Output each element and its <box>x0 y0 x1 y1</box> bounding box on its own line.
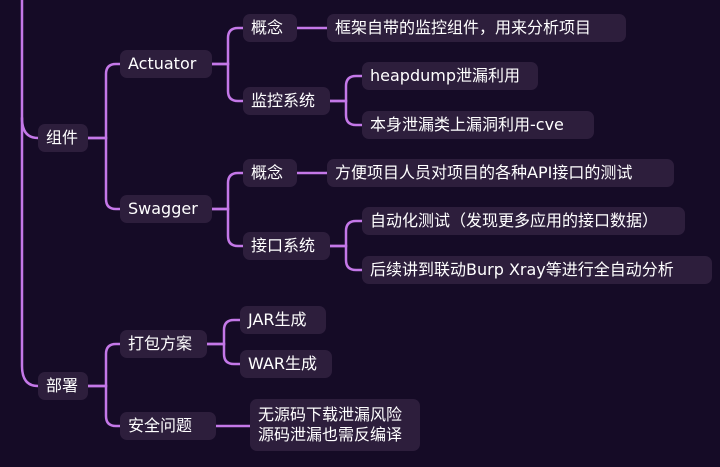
node-actuator[interactable]: Actuator <box>120 50 212 78</box>
edge-components-actuator <box>86 62 122 140</box>
node-swagger-interface[interactable]: 接口系统 <box>243 232 330 260</box>
edge-swagger-interface <box>210 207 245 248</box>
security-line-2: 源码泄漏也需反编译 <box>258 425 403 444</box>
node-cve[interactable]: 本身泄漏类上漏洞利用-cve <box>362 111 594 139</box>
node-swagger-concept[interactable]: 概念 <box>243 159 297 187</box>
edge-interface-burp <box>328 244 364 272</box>
edge-packaging-war <box>205 342 242 366</box>
node-actuator-concept-detail[interactable]: 框架自带的监控组件，用来分析项目 <box>327 14 626 42</box>
node-actuator-monitoring[interactable]: 监控系统 <box>243 87 330 115</box>
node-swagger-concept-detail[interactable]: 方便项目人员对项目的各种API接口的测试 <box>327 159 674 187</box>
node-burp-xray[interactable]: 后续讲到联动Burp Xray等进行全自动分析 <box>362 256 712 284</box>
edge-root-deployment <box>20 116 40 388</box>
node-auto-test[interactable]: 自动化测试（发现更多应用的接口数据） <box>362 207 685 235</box>
edge-interface-autotest <box>328 219 364 248</box>
node-war[interactable]: WAR生成 <box>240 350 332 378</box>
node-security[interactable]: 安全问题 <box>120 412 216 440</box>
edge-packaging-jar <box>205 318 242 346</box>
edge-deployment-packaging <box>86 342 122 388</box>
edge-root-components <box>20 0 40 140</box>
edge-monitoring-cve <box>328 99 364 127</box>
edge-deployment-security <box>86 384 122 428</box>
edge-components-swagger <box>86 136 122 211</box>
node-actuator-concept[interactable]: 概念 <box>243 14 297 42</box>
edge-monitoring-heapdump <box>328 74 364 103</box>
edge-actuator-monitoring <box>210 62 245 103</box>
node-deployment[interactable]: 部署 <box>38 372 88 400</box>
edge-swagger-concept <box>210 171 245 211</box>
edge-actuator-concept <box>210 26 245 66</box>
node-swagger[interactable]: Swagger <box>120 195 212 223</box>
node-jar[interactable]: JAR生成 <box>240 306 326 334</box>
node-components[interactable]: 组件 <box>38 124 88 152</box>
node-packaging[interactable]: 打包方案 <box>120 330 207 358</box>
security-line-1: 无源码下载泄漏风险 <box>258 405 403 424</box>
node-security-detail[interactable]: 无源码下载泄漏风险 源码泄漏也需反编译 <box>250 399 420 451</box>
node-heapdump[interactable]: heapdump泄漏利用 <box>362 62 538 90</box>
